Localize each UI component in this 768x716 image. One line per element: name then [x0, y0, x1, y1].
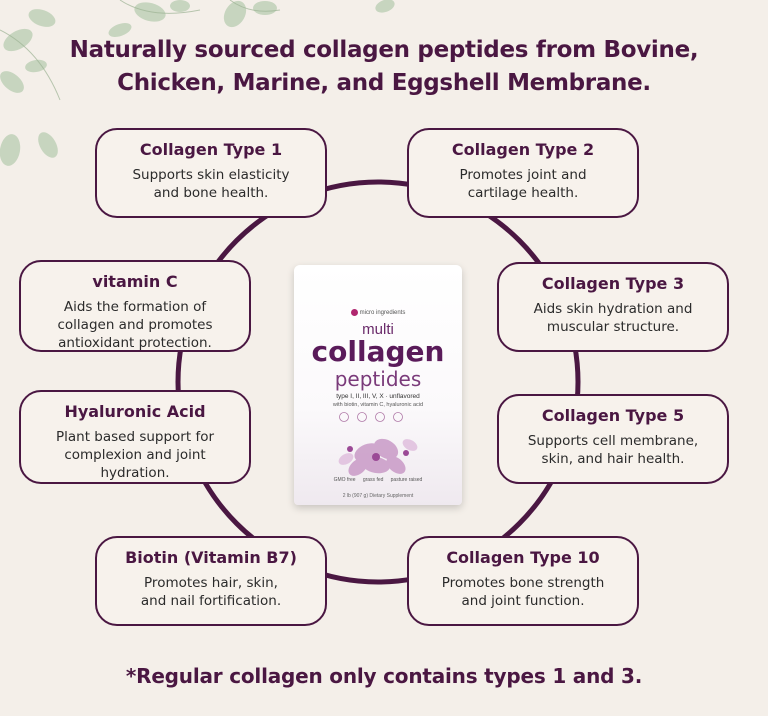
card-title: vitamin C — [92, 272, 178, 291]
brand-logo-icon — [350, 309, 358, 316]
card-desc-line-2: cartilage health. — [467, 185, 579, 201]
flower-illustration-icon — [338, 438, 418, 476]
card-desc-line-2: and nail fortification. — [140, 593, 282, 609]
footnote: *Regular collagen only contains types 1 … — [125, 664, 643, 688]
card-desc-line-2: and joint function. — [461, 593, 585, 609]
package-types: type I, II, III, V, X · unflavored — [336, 393, 420, 400]
card-desc-line-1: Supports cell membrane, — [527, 433, 699, 449]
card-collagen-type-2: Collagen Type 2 Promotes joint and carti… — [407, 128, 639, 218]
card-desc-line-2: and bone health. — [153, 185, 269, 201]
card-title: Collagen Type 3 — [541, 274, 685, 293]
card-title: Collagen Type 5 — [541, 406, 685, 425]
card-collagen-type-3: Collagen Type 3 Aids skin hydration and … — [497, 262, 729, 352]
card-collagen-type-1: Collagen Type 1 Supports skin elasticity… — [95, 128, 327, 218]
card-collagen-type-10: Collagen Type 10 Promotes bone strength … — [407, 536, 639, 626]
card-desc-line-1: Aids skin hydration and — [533, 301, 693, 317]
card-desc-line-1: Promotes hair, skin, — [144, 575, 278, 591]
card-title: Hyaluronic Acid — [64, 402, 206, 421]
card-desc-line-1: Supports skin elasticity — [132, 167, 290, 183]
product-package: micro ingredients multi collagen peptide… — [294, 265, 462, 505]
card-desc-line-2: muscular structure. — [546, 319, 680, 335]
package-net-weight: 2 lb (907 g) Dietary Supplement — [342, 493, 414, 499]
package-benefit-icons — [339, 412, 403, 422]
card-desc-line-3: hydration. — [100, 465, 170, 481]
card-title: Collagen Type 2 — [451, 140, 595, 159]
card-desc-line-2: complexion and joint — [64, 447, 206, 463]
badge-grass-fed: grass fed — [362, 477, 384, 483]
card-desc-line-2: skin, and hair health. — [541, 451, 685, 467]
package-brand: micro ingredients — [294, 309, 462, 316]
card-title: Collagen Type 10 — [446, 548, 600, 567]
card-title: Biotin (Vitamin B7) — [125, 548, 297, 567]
headline-line-2: Chicken, Marine, and Eggshell Membrane. — [117, 70, 651, 96]
card-hyaluronic-acid: Hyaluronic Acid Plant based support for … — [19, 390, 251, 484]
package-badges: GMO free grass fed pasture raised — [294, 477, 462, 483]
card-desc-line-1: Promotes joint and — [459, 167, 587, 183]
headline: Naturally sourced collagen peptides from… — [0, 34, 768, 100]
headline-line-1: Naturally sourced collagen peptides from… — [69, 37, 699, 63]
card-desc-line-3: antioxidant protection. — [58, 335, 212, 351]
package-with: with biotin, vitamin C, hyaluronic acid — [332, 402, 424, 408]
card-desc-line-2: collagen and promotes — [57, 317, 213, 333]
badge-gmo-free: GMO free — [333, 477, 356, 483]
card-collagen-type-5: Collagen Type 5 Supports cell membrane, … — [497, 394, 729, 484]
card-title: Collagen Type 1 — [139, 140, 283, 159]
package-line-3: peptides — [334, 367, 422, 391]
card-vitamin-c: vitamin C Aids the formation of collagen… — [19, 260, 251, 352]
package-line-2: collagen — [311, 335, 445, 368]
card-biotin: Biotin (Vitamin B7) Promotes hair, skin,… — [95, 536, 327, 626]
card-desc-line-1: Aids the formation of — [63, 299, 207, 315]
badge-pasture-raised: pasture raised — [390, 477, 423, 483]
card-desc-line-1: Plant based support for — [55, 429, 215, 445]
card-desc-line-1: Promotes bone strength — [441, 575, 605, 591]
package-line-1: multi — [362, 321, 394, 338]
